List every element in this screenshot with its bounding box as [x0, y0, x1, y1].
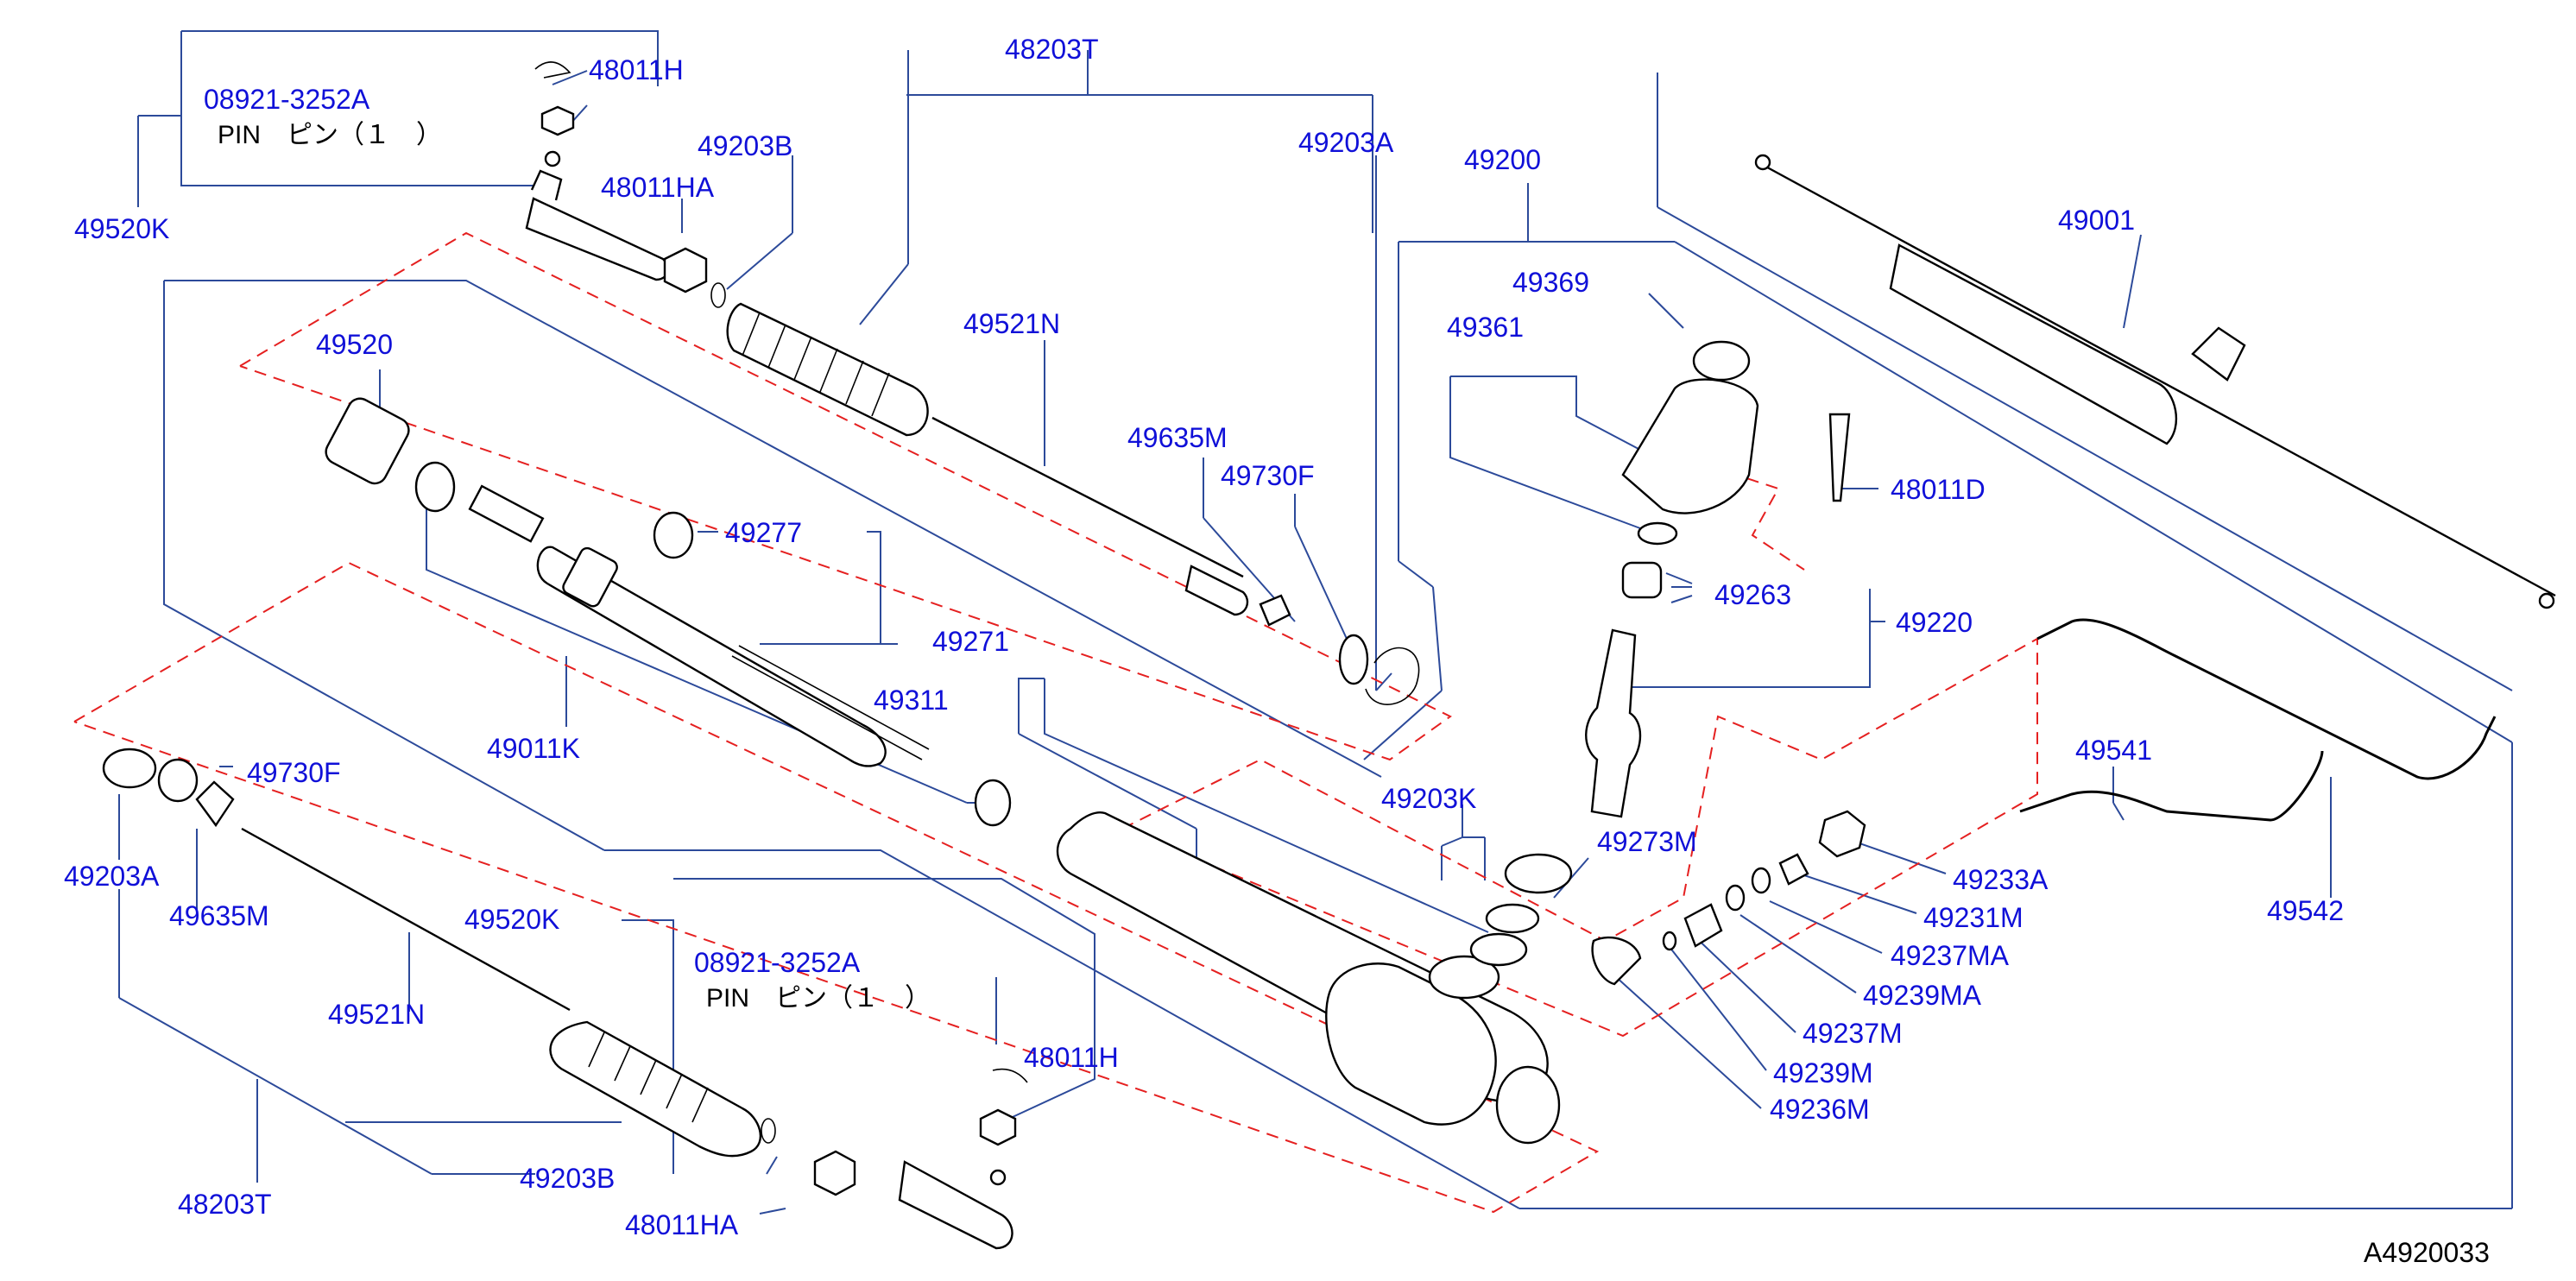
callout-48203T-bottom[interactable]: 48203T [178, 1189, 272, 1220]
callout-08921-3252A-top[interactable]: 08921-3252A [204, 84, 370, 115]
callout-48011H-bottom[interactable]: 48011H [1024, 1042, 1119, 1073]
leader-lines [118, 30, 2513, 1215]
part-shapes [102, 61, 2556, 1250]
callout-49635M-bottom[interactable]: 49635M [169, 900, 269, 931]
callout-49239MA[interactable]: 49239MA [1863, 980, 1982, 1011]
callout-49361[interactable]: 49361 [1447, 312, 1524, 343]
callout-49635M-top[interactable]: 49635M [1127, 422, 1228, 453]
callout-08921-3252A-bottom[interactable]: 08921-3252A [694, 947, 861, 978]
pin-note-top: PIN ピン（１ ） [218, 121, 442, 149]
callout-49541[interactable]: 49541 [2075, 735, 2152, 766]
callout-49542[interactable]: 49542 [2267, 895, 2344, 926]
callout-49263[interactable]: 49263 [1714, 579, 1791, 610]
callout-49011K[interactable]: 49011K [487, 733, 580, 764]
callout-49730F-bottom[interactable]: 49730F [247, 757, 341, 788]
callout-49203B-top[interactable]: 49203B [698, 130, 792, 161]
callout-48203T-top[interactable]: 48203T [1005, 34, 1099, 65]
callout-49520K-bottom[interactable]: 49520K [464, 904, 559, 935]
callout-49200[interactable]: 49200 [1464, 144, 1541, 175]
callout-49521N-bottom[interactable]: 49521N [328, 999, 425, 1030]
callout-49239M[interactable]: 49239M [1773, 1057, 1873, 1089]
callout-48011D[interactable]: 48011D [1891, 474, 1986, 505]
callout-49001[interactable]: 49001 [2058, 205, 2135, 236]
callout-49369[interactable]: 49369 [1512, 267, 1589, 298]
callout-49231M[interactable]: 49231M [1923, 902, 2024, 933]
callout-48011HA-bottom[interactable]: 48011HA [625, 1209, 739, 1240]
callout-49203A-bottom[interactable]: 49203A [64, 861, 160, 892]
callout-49521N-top[interactable]: 49521N [963, 308, 1060, 339]
callout-49277[interactable]: 49277 [725, 517, 802, 548]
callout-49220[interactable]: 49220 [1896, 607, 1973, 638]
callout-49203B-bottom[interactable]: 49203B [520, 1163, 615, 1194]
pin-note-bottom: PIN ピン（１ ） [706, 984, 931, 1013]
callout-49520[interactable]: 49520 [316, 329, 393, 360]
callout-49271[interactable]: 49271 [932, 626, 1009, 657]
red-dashed-boundaries [73, 231, 2038, 1214]
diagram-reference-code: A4920033 [2364, 1237, 2490, 1268]
callout-49236M[interactable]: 49236M [1770, 1094, 1870, 1125]
callout-49237M[interactable]: 49237M [1803, 1018, 1903, 1049]
callout-49233A[interactable]: 49233A [1953, 864, 2049, 895]
callout-49730F-top[interactable]: 49730F [1221, 460, 1315, 491]
callout-49237MA[interactable]: 49237MA [1891, 940, 2010, 971]
callout-48011H-top[interactable]: 48011H [589, 54, 684, 85]
callout-49520K-top[interactable]: 49520K [74, 213, 169, 244]
callout-49203A-top[interactable]: 49203A [1298, 127, 1394, 158]
callout-49311[interactable]: 49311 [874, 685, 949, 716]
callout-49273M[interactable]: 49273M [1597, 826, 1697, 857]
callout-49203K[interactable]: 49203K [1381, 783, 1476, 814]
callout-48011HA-top[interactable]: 48011HA [601, 172, 715, 203]
part-callouts: 08921-3252A PIN ピン（１ ） 48011H 48203T 495… [64, 34, 2490, 1268]
